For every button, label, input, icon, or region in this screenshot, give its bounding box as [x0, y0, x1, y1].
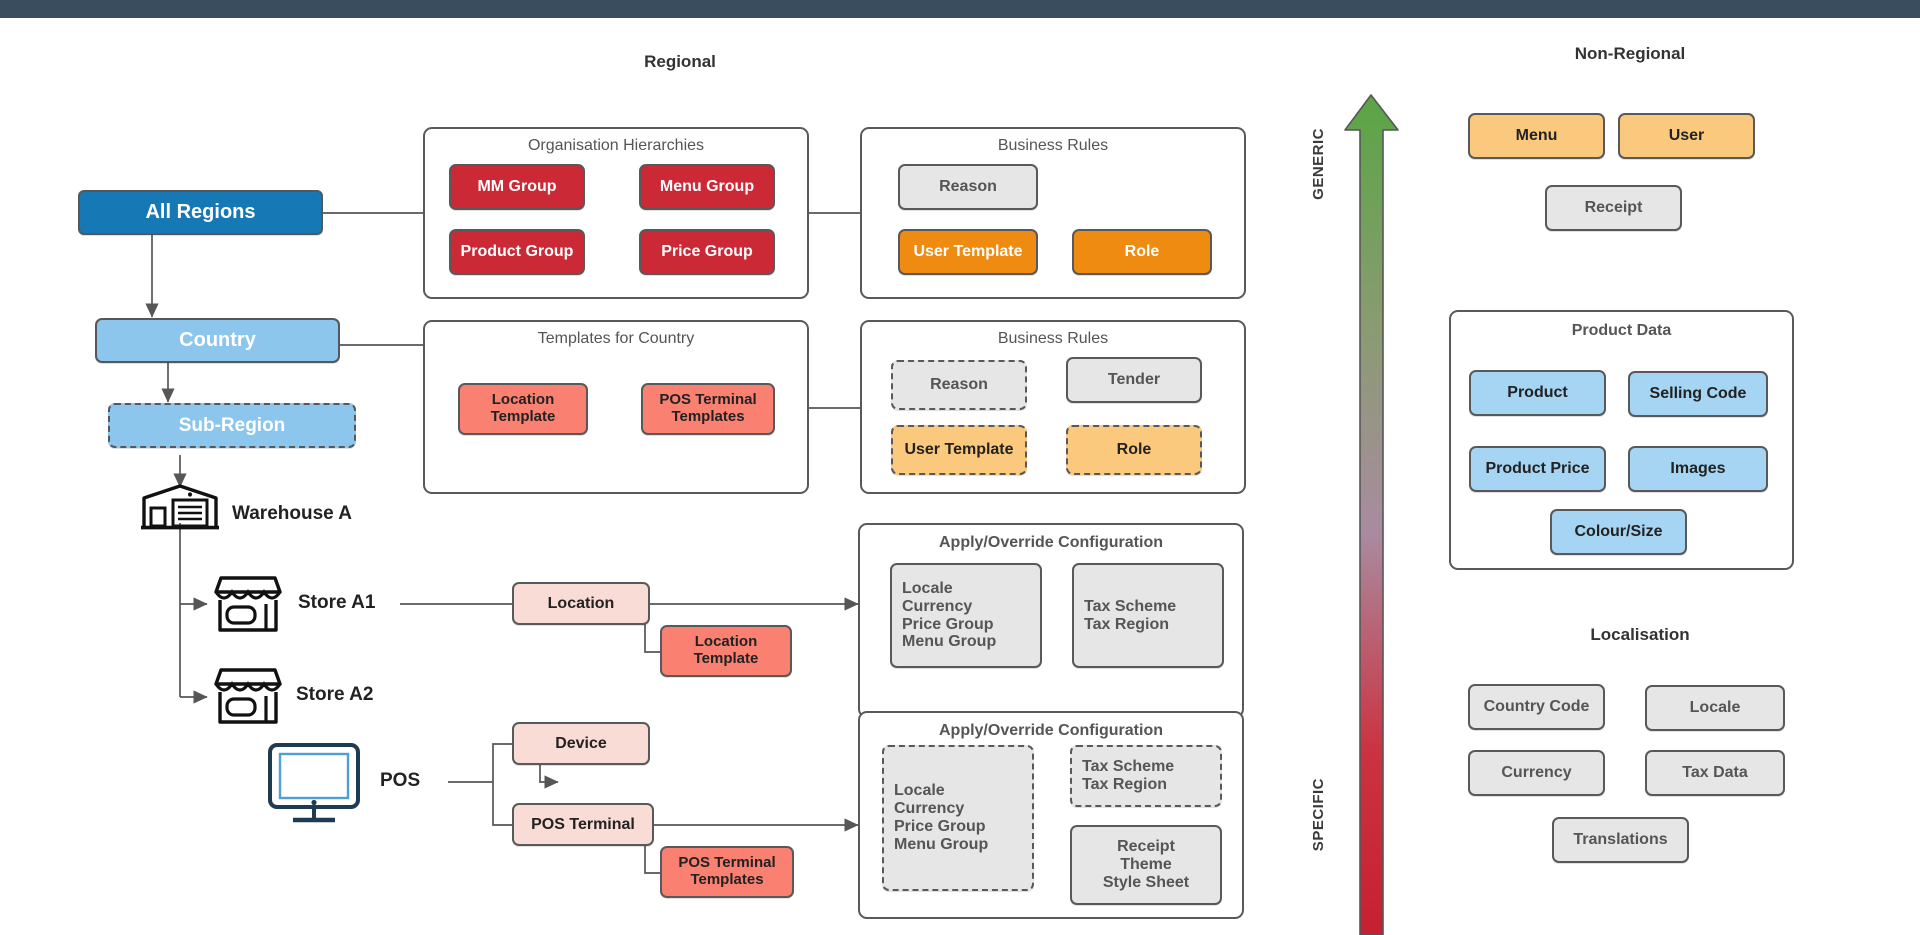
node-menu-group[interactable]: Menu Group [639, 164, 775, 210]
label-warehouse-a: Warehouse A [232, 503, 353, 524]
monitor-icon [266, 742, 362, 829]
node-receipt-nonregional[interactable]: Receipt [1545, 185, 1682, 231]
config-line: Price Group [902, 615, 994, 633]
panel-title-business-rules-country: Business Rules [997, 330, 1109, 347]
panel-title-templates-for-country: Templates for Country [537, 330, 695, 347]
node-pos-config-group[interactable]: Locale Currency Price Group Menu Group [882, 745, 1034, 891]
heading-non-regional: Non-Regional [1574, 44, 1686, 63]
config-line: Theme [1120, 856, 1172, 874]
label-store-a2: Store A2 [296, 684, 374, 705]
node-device[interactable]: Device [512, 722, 650, 765]
label-store-a1: Store A1 [298, 592, 376, 613]
node-reason-country[interactable]: Reason [891, 360, 1027, 410]
config-line: Locale [902, 579, 953, 597]
node-pos-terminal-templates[interactable]: POS Terminal Templates [660, 846, 794, 898]
node-user-template-country[interactable]: User Template [891, 425, 1027, 475]
store-icon [211, 574, 285, 639]
node-selling-code[interactable]: Selling Code [1628, 371, 1768, 417]
config-line: Tax Region [1082, 776, 1168, 793]
node-country-code[interactable]: Country Code [1468, 684, 1605, 730]
node-translations[interactable]: Translations [1552, 817, 1689, 863]
node-colour-size[interactable]: Colour/Size [1550, 509, 1687, 555]
node-tax-data[interactable]: Tax Data [1645, 750, 1785, 796]
node-menu-nonregional[interactable]: Menu [1468, 113, 1605, 159]
node-currency[interactable]: Currency [1468, 750, 1605, 796]
node-line: Templates [671, 408, 745, 425]
warehouse-icon [140, 484, 220, 535]
up-arrow-icon [1344, 94, 1399, 935]
node-line: Location [694, 633, 758, 651]
config-line: Tax Scheme [1082, 758, 1175, 776]
panel-title-organisation-hierarchies: Organisation Hierarchies [527, 137, 705, 154]
panel-title-business-rules-region: Business Rules [997, 137, 1109, 154]
node-location-template-country[interactable]: Location Template [458, 383, 588, 435]
node-all-regions[interactable]: All Regions [78, 190, 323, 235]
config-line: Locale [894, 782, 945, 800]
node-location-template[interactable]: Location Template [660, 625, 792, 677]
node-line: Template [490, 408, 556, 425]
node-line: Templates [690, 871, 764, 888]
config-line: Currency [894, 800, 965, 818]
config-line: Tax Region [1084, 615, 1170, 633]
node-line: POS Terminal [659, 391, 757, 409]
node-pos-terminal-templates-country[interactable]: POS Terminal Templates [641, 383, 775, 435]
axis-label-generic: GENERIC [1310, 128, 1327, 200]
node-locale[interactable]: Locale [1645, 685, 1785, 731]
node-product-price[interactable]: Product Price [1469, 446, 1606, 492]
node-store-config-group[interactable]: Locale Currency Price Group Menu Group [890, 563, 1042, 668]
node-sub-region[interactable]: Sub-Region [108, 403, 356, 448]
node-price-group[interactable]: Price Group [639, 229, 775, 275]
config-line: Receipt [1117, 838, 1175, 856]
config-line: Style Sheet [1102, 873, 1190, 891]
node-pos-tax-group[interactable]: Tax Scheme Tax Region [1070, 745, 1222, 807]
node-product[interactable]: Product [1469, 370, 1606, 416]
label-pos: POS [380, 770, 421, 791]
heading-localisation: Localisation [1590, 625, 1690, 644]
node-line: Template [693, 650, 759, 667]
node-mm-group[interactable]: MM Group [449, 164, 585, 210]
node-country[interactable]: Country [95, 318, 340, 363]
node-pos-receipt-group[interactable]: Receipt Theme Style Sheet [1070, 825, 1222, 905]
panel-title-product-data: Product Data [1571, 322, 1672, 339]
node-images[interactable]: Images [1628, 446, 1768, 492]
config-line: Menu Group [902, 633, 997, 651]
heading-regional: Regional [644, 52, 716, 71]
panel-title-apply-override-store: Apply/Override Configuration [938, 534, 1163, 551]
config-line: Currency [902, 597, 973, 615]
node-product-group[interactable]: Product Group [449, 229, 585, 275]
node-line: Location [491, 391, 555, 409]
node-line: POS Terminal [678, 854, 776, 872]
node-store-tax-group[interactable]: Tax Scheme Tax Region [1072, 563, 1224, 668]
config-line: Menu Group [894, 835, 989, 853]
node-reason-region[interactable]: Reason [898, 164, 1038, 210]
node-pos-terminal[interactable]: POS Terminal [512, 803, 654, 846]
node-user-nonregional[interactable]: User [1618, 113, 1755, 159]
node-role-country[interactable]: Role [1066, 425, 1202, 475]
panel-title-apply-override-pos: Apply/Override Configuration [938, 722, 1163, 739]
store-icon [211, 666, 285, 731]
node-role-region[interactable]: Role [1072, 229, 1212, 275]
top-bar [0, 0, 1920, 18]
config-line: Price Group [894, 818, 986, 835]
axis-label-specific: SPECIFIC [1310, 778, 1327, 852]
node-location[interactable]: Location [512, 582, 650, 625]
config-line: Tax Scheme [1084, 597, 1177, 615]
node-user-template-region[interactable]: User Template [898, 229, 1038, 275]
node-tender-country[interactable]: Tender [1066, 357, 1202, 403]
